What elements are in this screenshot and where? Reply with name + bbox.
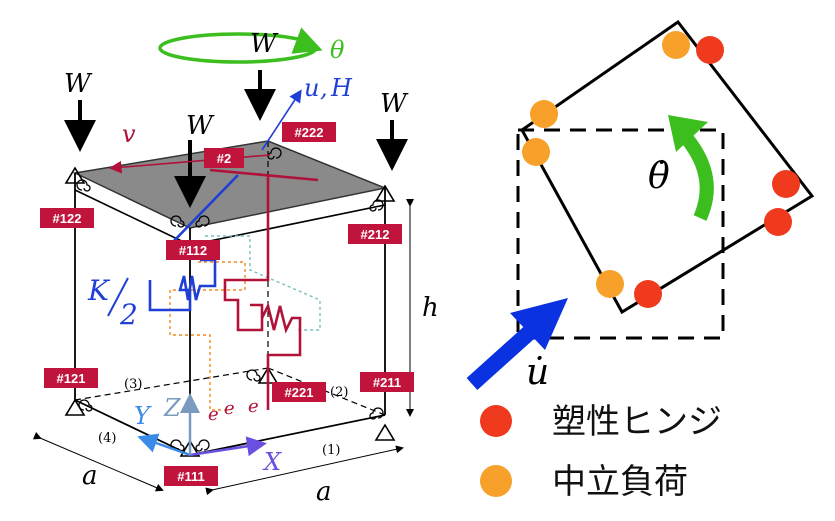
beam-number-2: (2) — [330, 385, 348, 400]
plan-view — [466, 19, 815, 390]
node-label-221: #221 — [272, 382, 326, 402]
theta-dot-rotation-arrow — [682, 135, 714, 221]
k-label: K — [87, 274, 111, 307]
legend-swatch-plastic-hinge — [480, 405, 512, 437]
spring-222 — [267, 147, 282, 160]
u-dot-arrowhead — [510, 298, 568, 350]
legend-label-neutral-load: 中立負荷 — [552, 462, 688, 502]
y-axis-label: Y — [134, 402, 152, 430]
svg-text:#211: #211 — [373, 375, 401, 390]
plastic-hinge-marker — [696, 36, 724, 64]
node-label-212: #212 — [348, 224, 402, 244]
spring-121 — [78, 399, 93, 412]
theta-label: θ — [330, 36, 345, 64]
legend-label-plastic-hinge: 塑性ヒンジ — [552, 402, 722, 442]
spring-122 — [76, 179, 91, 192]
neutral-load-marker — [662, 31, 690, 59]
theta-rotation-arrowhead — [291, 27, 323, 54]
u-dot-arrow-shaft — [466, 324, 538, 390]
node-labels: #2 #222 #122 #212 #112 #121 #221 #211 #1… — [40, 122, 414, 486]
load-label-w-left: W — [64, 69, 93, 99]
v-label: v — [122, 120, 136, 148]
support-211 — [374, 423, 396, 441]
load-label-w-top: W — [250, 29, 279, 59]
spring-112 — [170, 215, 210, 228]
spring-221 — [246, 369, 261, 382]
a-dimension-left — [32, 431, 164, 492]
theta-rotation-ellipse — [158, 32, 318, 64]
a-dimension-bottom — [205, 445, 404, 496]
x-axis-arrow — [189, 436, 267, 457]
beam-number-4: (4) — [98, 431, 116, 446]
u-h-direction-arrow — [261, 89, 302, 151]
node-label-111: #111 — [164, 466, 218, 486]
blue-spring-k-half — [148, 174, 239, 312]
plastic-hinge-marker — [764, 208, 792, 236]
spring-212 — [369, 199, 384, 212]
beam-number-1: (1) — [322, 443, 340, 458]
red-frame-path — [209, 168, 319, 410]
svg-text:#2: #2 — [217, 151, 231, 166]
node-label-211: #211 — [360, 372, 414, 392]
e-label-1: e — [208, 404, 219, 425]
top-beam-right — [189, 204, 386, 246]
svg-text:#221: #221 — [285, 385, 314, 400]
node-label-112: #112 — [166, 240, 220, 260]
svg-text:#222: #222 — [295, 125, 324, 140]
e-label-3: e — [248, 396, 259, 417]
u-label: u — [304, 74, 319, 102]
svg-text:#112: #112 — [179, 243, 207, 258]
legend: 塑性ヒンジ 中立負荷 — [480, 402, 722, 502]
svg-text:#212: #212 — [361, 227, 390, 242]
k-fraction-slash — [107, 277, 129, 317]
support-122 — [64, 166, 86, 184]
h-force-label: H — [330, 74, 353, 102]
spring-211 — [369, 407, 384, 420]
load-arrows — [64, 70, 408, 208]
node-label-222: #222 — [282, 122, 336, 142]
node-label-2: #2 — [204, 148, 244, 168]
neutral-member-paths — [169, 235, 321, 411]
theta-dot-arrowhead — [668, 115, 708, 152]
load-label-w-mid: W — [186, 111, 215, 141]
load-label-w-right: W — [380, 89, 409, 119]
e-label-2: e — [224, 398, 235, 419]
svg-text:#111: #111 — [177, 469, 205, 484]
support-111 — [179, 439, 201, 457]
node-label-122: #122 — [40, 208, 94, 228]
base-beam-1 — [189, 414, 386, 456]
a-label-left: a — [82, 461, 98, 491]
u-dot-label: u̇ — [526, 352, 549, 393]
neutral-load-marker — [530, 100, 558, 128]
rotated-floor-outline — [520, 19, 815, 315]
y-axis-arrow — [137, 433, 191, 457]
theta-dot-label: θ̇ — [648, 156, 670, 197]
svg-text:#121: #121 — [57, 371, 86, 386]
h-dimension-label: h — [422, 293, 439, 323]
neutral-load-marker — [522, 138, 550, 166]
beam-number-3: (3) — [124, 377, 142, 392]
neutral-load-marker — [596, 270, 624, 298]
z-axis-label: Z — [163, 394, 182, 422]
a-label-bottom: a — [316, 477, 332, 507]
base-beam-3 — [74, 367, 269, 401]
plastic-hinge-marker — [634, 280, 662, 308]
comma-label: , — [320, 74, 328, 102]
node-label-121: #121 — [44, 368, 98, 388]
red-frame-line — [209, 168, 319, 410]
x-axis-label: X — [262, 448, 282, 476]
teal-dotted-member — [205, 235, 321, 331]
support-212 — [374, 184, 396, 202]
top-beam-front — [74, 189, 191, 246]
plastic-hinge-marker — [772, 170, 800, 198]
k-two-label: 2 — [119, 298, 138, 331]
base-beam-2 — [267, 367, 386, 416]
legend-swatch-neutral-load — [480, 465, 512, 497]
blue-spring-line — [148, 174, 239, 312]
svg-text:#122: #122 — [53, 211, 82, 226]
